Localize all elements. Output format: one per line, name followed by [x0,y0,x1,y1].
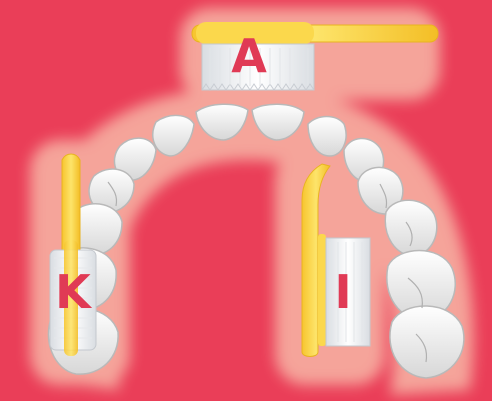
label-left: K [55,265,93,319]
label-top: A [231,29,267,83]
label-right: I [334,265,351,319]
